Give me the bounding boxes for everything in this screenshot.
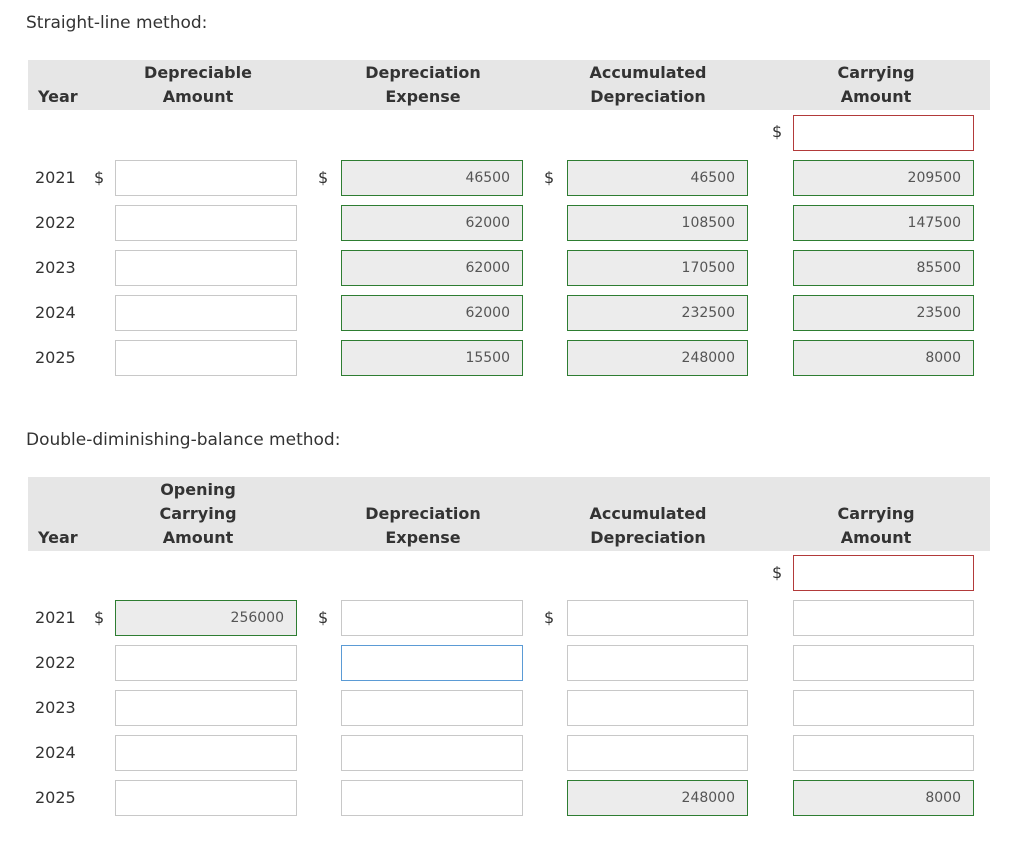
carrying-amount-input[interactable] [793, 690, 974, 726]
year-label: 2022 [35, 653, 76, 672]
depreciable-amount-input[interactable] [115, 160, 297, 196]
year-label: 2023 [35, 698, 76, 717]
header-year: Year [38, 87, 78, 106]
opening-carrying-amount-input[interactable] [115, 690, 297, 726]
opening-carrying-amount-input[interactable] [115, 735, 297, 771]
header-carrying-amount: Carrying Amount [837, 504, 915, 547]
depreciation-expense-input[interactable] [341, 780, 523, 816]
year-label: 2024 [35, 303, 76, 322]
currency-sign: $ [94, 608, 105, 627]
year-label: 2023 [35, 258, 76, 277]
straight-line-title: Straight-line method: [26, 13, 208, 33]
depreciation-expense-input[interactable] [341, 205, 523, 241]
header-depreciation-expense: Depreciation Expense [365, 504, 481, 547]
carrying-amount-input[interactable] [793, 205, 974, 241]
accumulated-depreciation-input[interactable] [567, 160, 748, 196]
carrying-amount-input[interactable] [793, 295, 974, 331]
opening-carrying-amount-input[interactable] [793, 115, 974, 151]
header-depreciation-expense: Depreciation Expense [365, 63, 481, 106]
currency-sign: $ [318, 168, 329, 187]
opening-carrying-amount-input[interactable] [115, 645, 297, 681]
depreciable-amount-input[interactable] [115, 340, 297, 376]
straight-line-header: Year Depreciable Amount Depreciation Exp… [28, 60, 990, 110]
opening-carrying-amount-input[interactable] [115, 600, 297, 636]
header-opening-carrying-amount: Opening Carrying Amount [159, 480, 237, 547]
carrying-amount-input[interactable] [793, 340, 974, 376]
accumulated-depreciation-input[interactable] [567, 600, 748, 636]
carrying-amount-input[interactable] [793, 735, 974, 771]
accumulated-depreciation-input[interactable] [567, 645, 748, 681]
depreciation-expense-input[interactable] [341, 690, 523, 726]
depreciable-amount-input[interactable] [115, 295, 297, 331]
carrying-amount-input[interactable] [793, 780, 974, 816]
accumulated-depreciation-input[interactable] [567, 735, 748, 771]
accumulated-depreciation-input[interactable] [567, 250, 748, 286]
year-label: 2025 [35, 348, 76, 367]
accumulated-depreciation-input[interactable] [567, 205, 748, 241]
carrying-amount-input[interactable] [793, 160, 974, 196]
depreciation-expense-input[interactable] [341, 645, 523, 681]
opening-carrying-amount-input[interactable] [115, 780, 297, 816]
header-accumulated-depreciation: Accumulated Depreciation [589, 63, 707, 106]
accumulated-depreciation-input[interactable] [567, 340, 748, 376]
depreciation-expense-input[interactable] [341, 295, 523, 331]
carrying-amount-input[interactable] [793, 250, 974, 286]
depreciation-expense-input[interactable] [341, 735, 523, 771]
year-label: 2021 [35, 608, 76, 627]
currency-sign: $ [772, 122, 783, 141]
carrying-amount-input[interactable] [793, 645, 974, 681]
header-year: Year [38, 528, 78, 547]
header-carrying-amount: Carrying Amount [837, 63, 915, 106]
year-label: 2021 [35, 168, 76, 187]
accumulated-depreciation-input[interactable] [567, 690, 748, 726]
accumulated-depreciation-input[interactable] [567, 295, 748, 331]
header-accumulated-depreciation: Accumulated Depreciation [589, 504, 707, 547]
depreciation-expense-input[interactable] [341, 600, 523, 636]
currency-sign: $ [544, 608, 555, 627]
year-label: 2024 [35, 743, 76, 762]
depreciable-amount-input[interactable] [115, 250, 297, 286]
currency-sign: $ [544, 168, 555, 187]
currency-sign: $ [318, 608, 329, 627]
depreciable-amount-input[interactable] [115, 205, 297, 241]
ddb-header: Year Opening Carrying Amount Depreciatio… [28, 477, 990, 551]
depreciation-expense-input[interactable] [341, 250, 523, 286]
currency-sign: $ [772, 563, 783, 582]
year-label: 2022 [35, 213, 76, 232]
ddb-title: Double-diminishing-balance method: [26, 430, 341, 450]
currency-sign: $ [94, 168, 105, 187]
header-depreciable-amount: Depreciable Amount [144, 63, 252, 106]
accumulated-depreciation-input[interactable] [567, 780, 748, 816]
depreciation-expense-input[interactable] [341, 340, 523, 376]
year-label: 2025 [35, 788, 76, 807]
carrying-amount-input[interactable] [793, 600, 974, 636]
depreciation-expense-input[interactable] [341, 160, 523, 196]
opening-carrying-amount-input[interactable] [793, 555, 974, 591]
